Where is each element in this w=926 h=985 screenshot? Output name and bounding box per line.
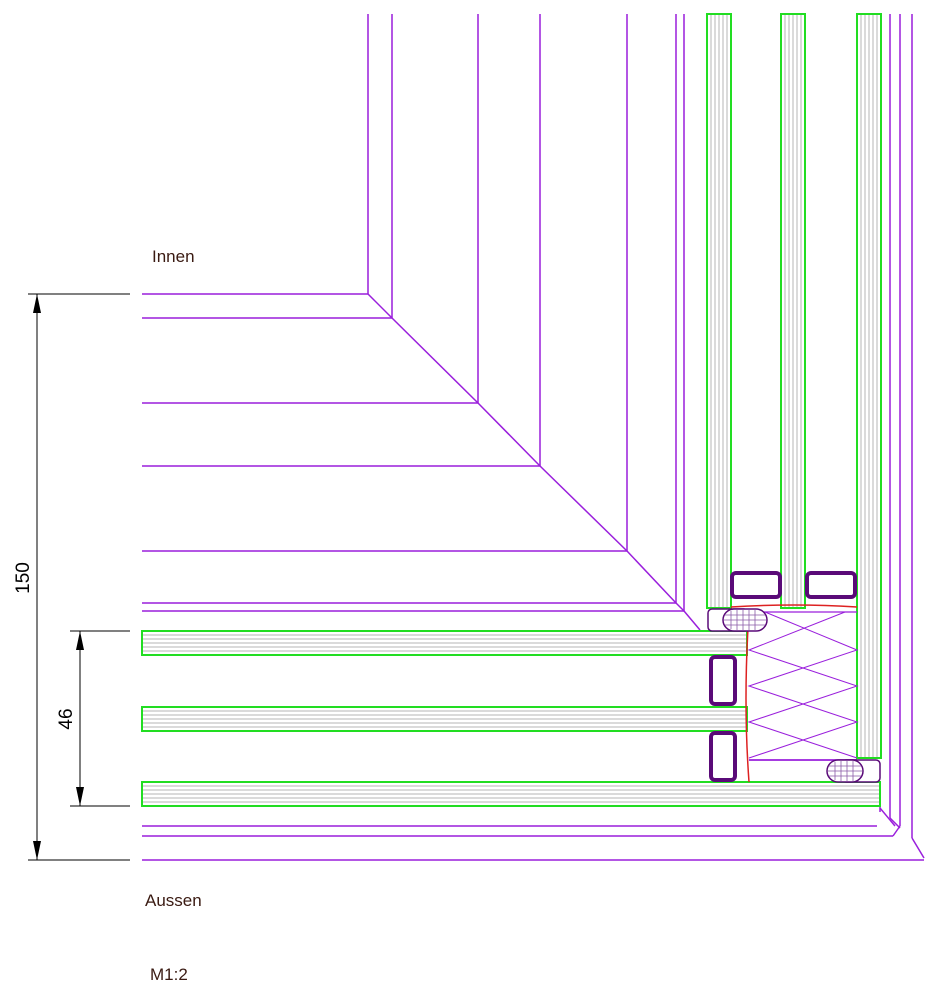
- spacer-top-right: [805, 571, 857, 599]
- dimension-overall-label: 150: [13, 562, 34, 594]
- spacer-top-left: [730, 571, 782, 599]
- frame-profile: [142, 14, 925, 861]
- glass-pane-outer-horizontal: [141, 781, 881, 807]
- glass-pane-inner-horizontal: [141, 630, 748, 656]
- dimension-glazing-label: 46: [56, 708, 77, 729]
- dimension-glazing: [70, 630, 130, 807]
- label-inside: Innen: [152, 247, 195, 266]
- spacer-mid-lower: [709, 731, 737, 782]
- glass-pane-outer-vertical: [856, 13, 882, 759]
- label-scale: M1:2: [150, 965, 188, 984]
- spacer-mid-upper: [709, 655, 737, 706]
- gasket-lower: [826, 759, 881, 783]
- edge-seal-zone: [730, 604, 859, 783]
- gasket-upper: [707, 608, 768, 632]
- glass-pane-inner-vertical: [706, 13, 732, 609]
- dimension-overall: [28, 293, 130, 861]
- glass-pane-middle-horizontal: [141, 706, 748, 732]
- glass-pane-middle-vertical: [780, 13, 806, 609]
- glazing-spacers: [709, 571, 857, 782]
- label-outside: Aussen: [145, 891, 202, 910]
